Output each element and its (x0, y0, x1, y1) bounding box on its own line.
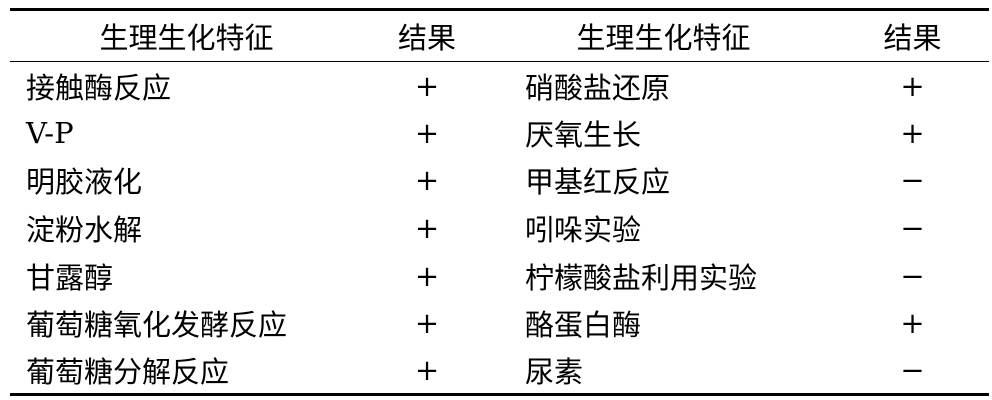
feature-name-left: 葡萄糖分解反应 (10, 347, 363, 397)
results-table-container: 生理生化特征 结果 生理生化特征 结果 接触酶反应 + 硝酸盐还原 + V-P … (10, 8, 989, 397)
table-row: 明胶液化 + 甲基红反应 − (10, 157, 989, 205)
feature-name-right: 硝酸盐还原 (525, 70, 671, 105)
result-right: − (836, 347, 989, 397)
result-right: − (900, 163, 925, 198)
feature-name-left: 淀粉水解 (26, 213, 143, 248)
result-left: + (414, 258, 440, 293)
feature-name-right: 厌氧生长 (525, 117, 642, 152)
table-row: 葡萄糖氧化发酵反应 + 酪蛋白酶 + (10, 299, 989, 347)
feature-name-left: 葡萄糖氧化发酵反应 (26, 308, 288, 343)
result-left: + (414, 211, 440, 246)
feature-name-right: 柠檬酸盐利用实验 (525, 260, 758, 295)
physiological-biochemical-table: 生理生化特征 结果 生理生化特征 结果 接触酶反应 + 硝酸盐还原 + V-P … (10, 8, 989, 397)
result-right: − (900, 258, 925, 293)
result-left: + (414, 163, 440, 198)
result-left: + (414, 68, 440, 103)
feature-name-right: 吲哚实验 (525, 213, 642, 248)
table-header-row: 生理生化特征 结果 生理生化特征 结果 (10, 8, 989, 62)
feature-name-left: 接触酶反应 (26, 70, 172, 105)
table-row: 甘露醇 + 柠檬酸盐利用实验 − (10, 252, 989, 300)
header-feature-right: 生理生化特征 (491, 8, 836, 62)
result-left: + (414, 115, 440, 150)
feature-name-left: 甘露醇 (26, 260, 114, 295)
feature-name-right: 酪蛋白酶 (525, 308, 642, 343)
table-row: V-P + 厌氧生长 + (10, 109, 989, 157)
result-right: + (900, 115, 925, 150)
header-result-right: 结果 (836, 8, 989, 62)
result-right: + (900, 306, 925, 341)
feature-name-left: V-P (26, 115, 74, 150)
result-right: − (900, 211, 925, 246)
table-row: 接触酶反应 + 硝酸盐还原 + (10, 62, 989, 110)
table-row: 淀粉水解 + 吲哚实验 − (10, 204, 989, 252)
feature-name-left: 明胶液化 (26, 165, 143, 200)
header-feature-left: 生理生化特征 (10, 8, 363, 62)
result-right: + (900, 68, 925, 103)
result-left: + (363, 347, 491, 397)
feature-name-right: 甲基红反应 (525, 165, 671, 200)
header-result-left: 结果 (363, 8, 491, 62)
result-left: + (414, 306, 440, 341)
table-row: 葡萄糖分解反应 + 尿素 − (10, 347, 989, 397)
feature-name-right: 尿素 (491, 347, 836, 397)
